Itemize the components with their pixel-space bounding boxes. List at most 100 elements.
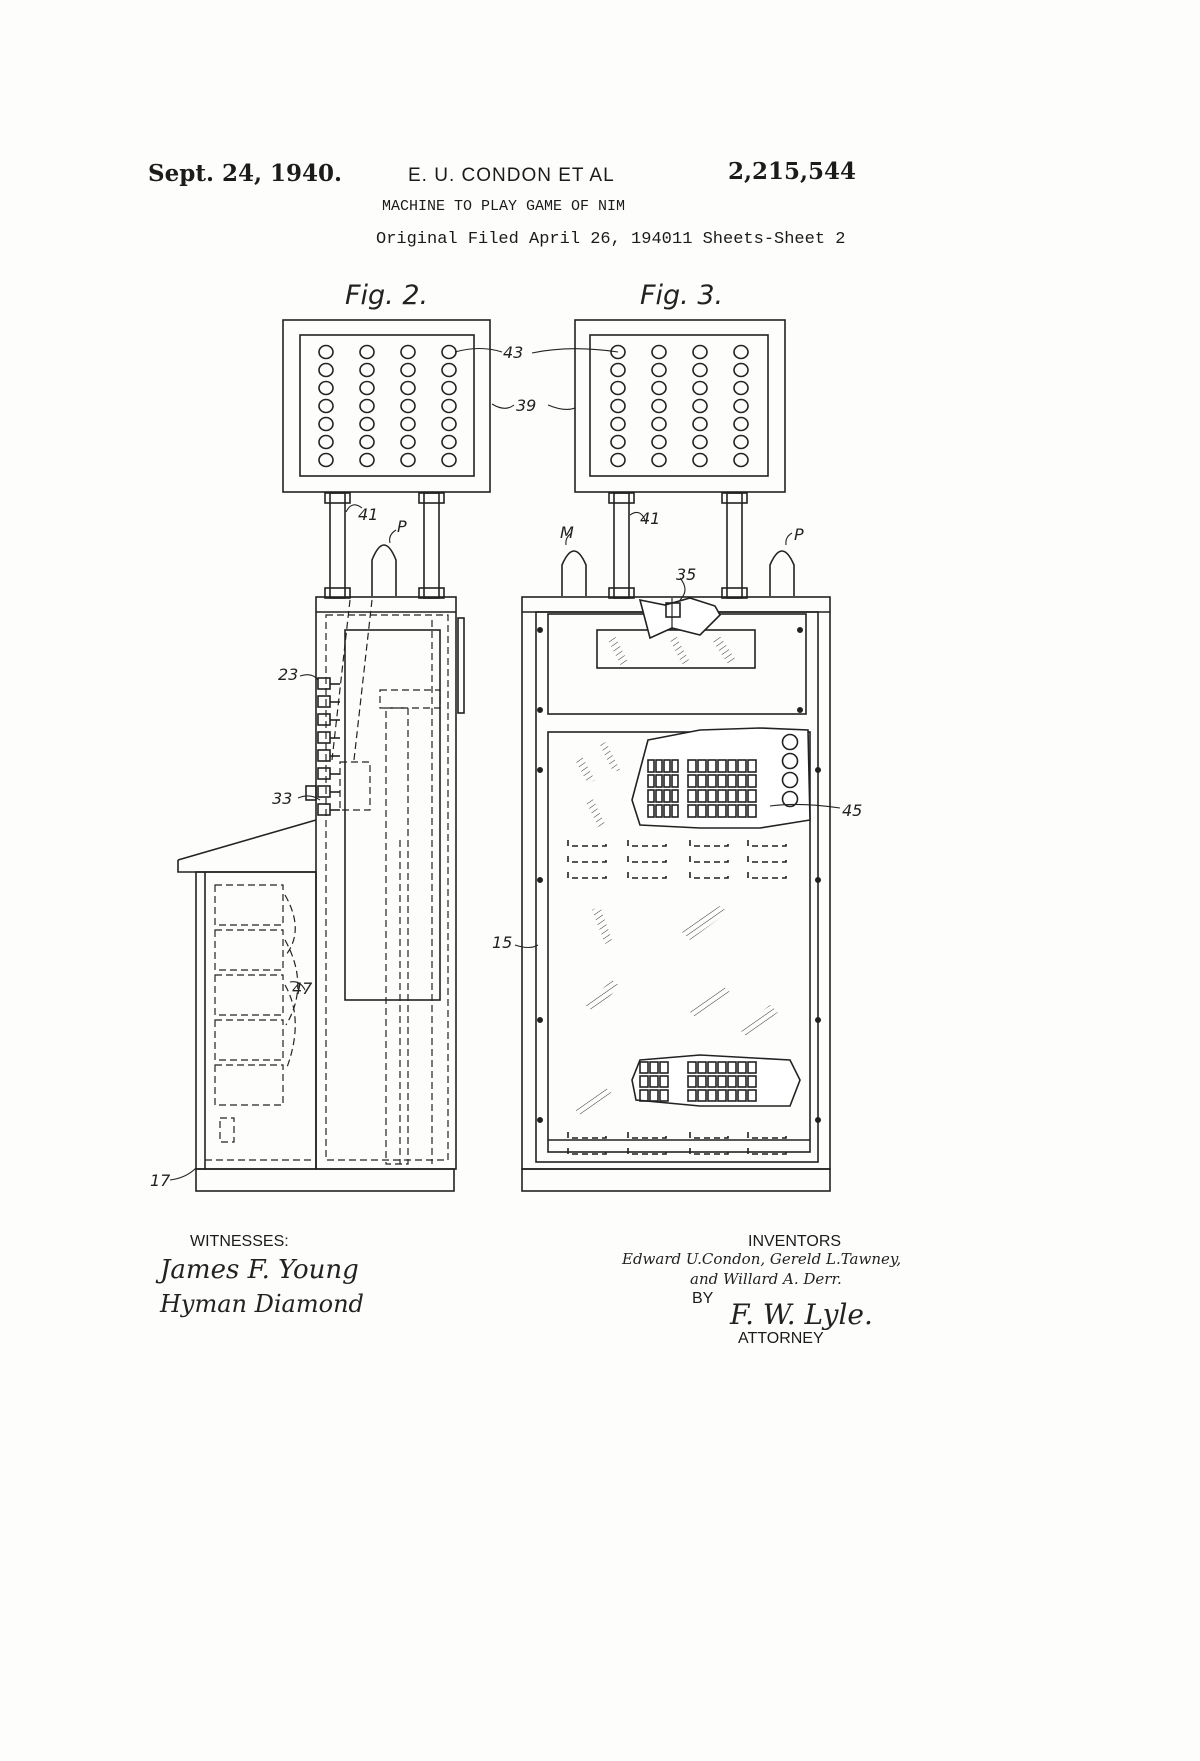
fig3-display-board [574, 319, 786, 493]
push-button [317, 677, 331, 690]
relay [649, 1061, 659, 1074]
ref-17: 17 [150, 1171, 171, 1190]
lamp [610, 380, 626, 396]
lamp [692, 398, 708, 414]
filing-date: Original Filed April 26, 1940 [376, 230, 672, 249]
vent [747, 872, 787, 879]
lamp [441, 362, 457, 378]
ref-23: 23 [278, 665, 298, 684]
lamp [692, 380, 708, 396]
relay [747, 1089, 757, 1102]
lamp [692, 416, 708, 432]
relay [647, 774, 655, 788]
lamp [400, 416, 416, 432]
vent [567, 1132, 607, 1139]
screw [814, 1016, 821, 1023]
relay [747, 804, 757, 818]
lamp [441, 344, 457, 360]
relay [707, 1061, 717, 1074]
relay [687, 774, 697, 788]
lamp [651, 344, 667, 360]
relay [747, 789, 757, 803]
relay [727, 789, 737, 803]
relay [687, 789, 697, 803]
relay [727, 1089, 737, 1102]
relay [707, 774, 717, 788]
lamp [441, 398, 457, 414]
lamp [651, 398, 667, 414]
relay [663, 804, 671, 818]
lamp [692, 452, 708, 468]
fig2-lamp-grid [318, 344, 457, 468]
push-button [317, 785, 331, 798]
lamp [610, 362, 626, 378]
relay [687, 1075, 697, 1088]
lamp [781, 752, 799, 770]
lamp [692, 344, 708, 360]
by-label: BY [692, 1290, 714, 1307]
lamp [781, 733, 799, 751]
relay [747, 774, 757, 788]
lamp [400, 434, 416, 450]
leader-lines [169, 347, 841, 1181]
relay [717, 759, 727, 773]
fig3-cabinet [521, 596, 831, 1192]
push-button [317, 695, 331, 708]
vent [689, 856, 729, 863]
vent [567, 856, 607, 863]
relay [717, 789, 727, 803]
ref-35: 35 [676, 565, 696, 584]
relay [671, 759, 679, 773]
patent-date: Sept. 24, 1940. [148, 160, 343, 187]
relay [687, 1061, 697, 1074]
lamp [359, 344, 375, 360]
ref-p-fig3: P [794, 525, 804, 544]
ref-47: 47 [292, 979, 313, 998]
fig3-lamp-m [561, 550, 587, 596]
attorney-signature: F. W. Lyle. [730, 1298, 873, 1331]
lamp [400, 362, 416, 378]
relay [737, 1089, 747, 1102]
lamp [733, 452, 749, 468]
relay [717, 804, 727, 818]
switch-33 [305, 785, 317, 801]
lamp [733, 362, 749, 378]
relay [655, 789, 663, 803]
relay [697, 774, 707, 788]
relay [727, 1075, 737, 1088]
lamp [733, 380, 749, 396]
ref-15: 15 [492, 933, 512, 952]
lamp [610, 344, 626, 360]
lamp [733, 398, 749, 414]
relay [659, 1075, 669, 1088]
push-button [317, 749, 331, 762]
lamp [359, 380, 375, 396]
fig2-label: Fig. 2. [345, 280, 428, 311]
relay [647, 789, 655, 803]
lamp [318, 398, 334, 414]
relay [737, 774, 747, 788]
relay [697, 759, 707, 773]
relay [655, 759, 663, 773]
inventors-short: E. U. CONDON ET AL [408, 165, 615, 186]
vent [747, 840, 787, 847]
push-button [317, 713, 331, 726]
lamp [400, 398, 416, 414]
relay [747, 759, 757, 773]
inventor-names-line2: and Willard A. Derr. [690, 1270, 842, 1288]
screw [536, 876, 543, 883]
relay [717, 1089, 727, 1102]
lamp [359, 398, 375, 414]
push-button [317, 731, 331, 744]
lamp [651, 380, 667, 396]
relay [697, 789, 707, 803]
relay [737, 1075, 747, 1088]
relay [717, 1061, 727, 1074]
lamp [692, 434, 708, 450]
fig3-lamp-p [769, 550, 795, 596]
relay [737, 759, 747, 773]
lamp [441, 434, 457, 450]
lamp [610, 398, 626, 414]
lamp [692, 362, 708, 378]
relay [655, 804, 663, 818]
